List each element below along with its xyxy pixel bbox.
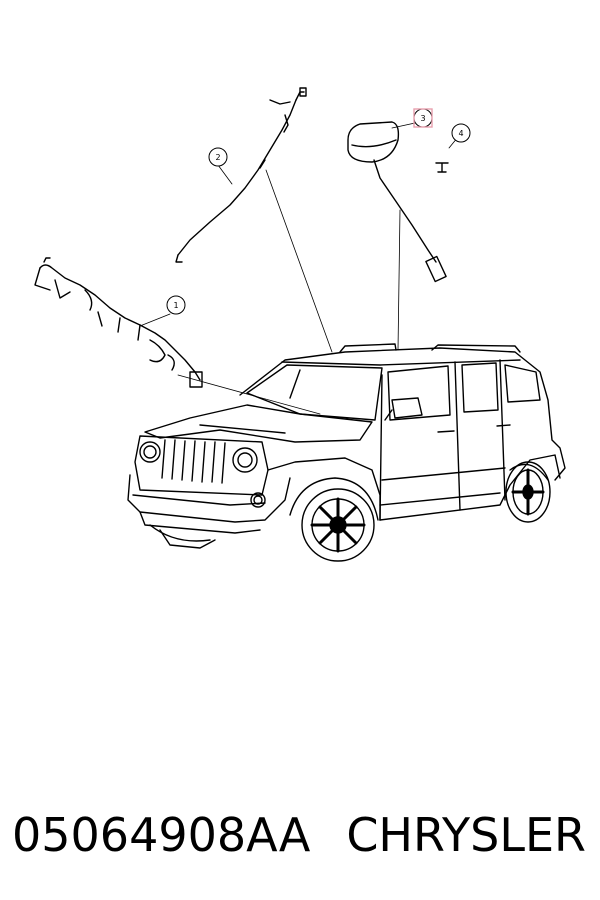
- part-2-harness: [175, 87, 307, 263]
- part-3-antenna: [347, 121, 447, 283]
- caption: 05064908AA CHRYSLER: [0, 795, 600, 875]
- callout-3-label: 3: [420, 114, 425, 123]
- leader-lines: [139, 122, 459, 415]
- callout-3: 3: [413, 108, 433, 128]
- brand-name: CHRYSLER: [346, 808, 586, 862]
- vehicle-illustration: [127, 343, 566, 562]
- part-number: 05064908AA: [12, 808, 311, 862]
- callout-2-label: 2: [215, 153, 220, 162]
- callout-4-label: 4: [458, 129, 463, 138]
- callout-4: 4: [451, 123, 471, 143]
- callout-2: 2: [208, 147, 228, 167]
- part-1-harness: [34, 257, 203, 388]
- callout-1: 1: [166, 295, 186, 315]
- callout-1-label: 1: [173, 301, 178, 310]
- parts-diagram: 1 2 3 4: [34, 87, 566, 562]
- part-4-fastener: [435, 162, 449, 173]
